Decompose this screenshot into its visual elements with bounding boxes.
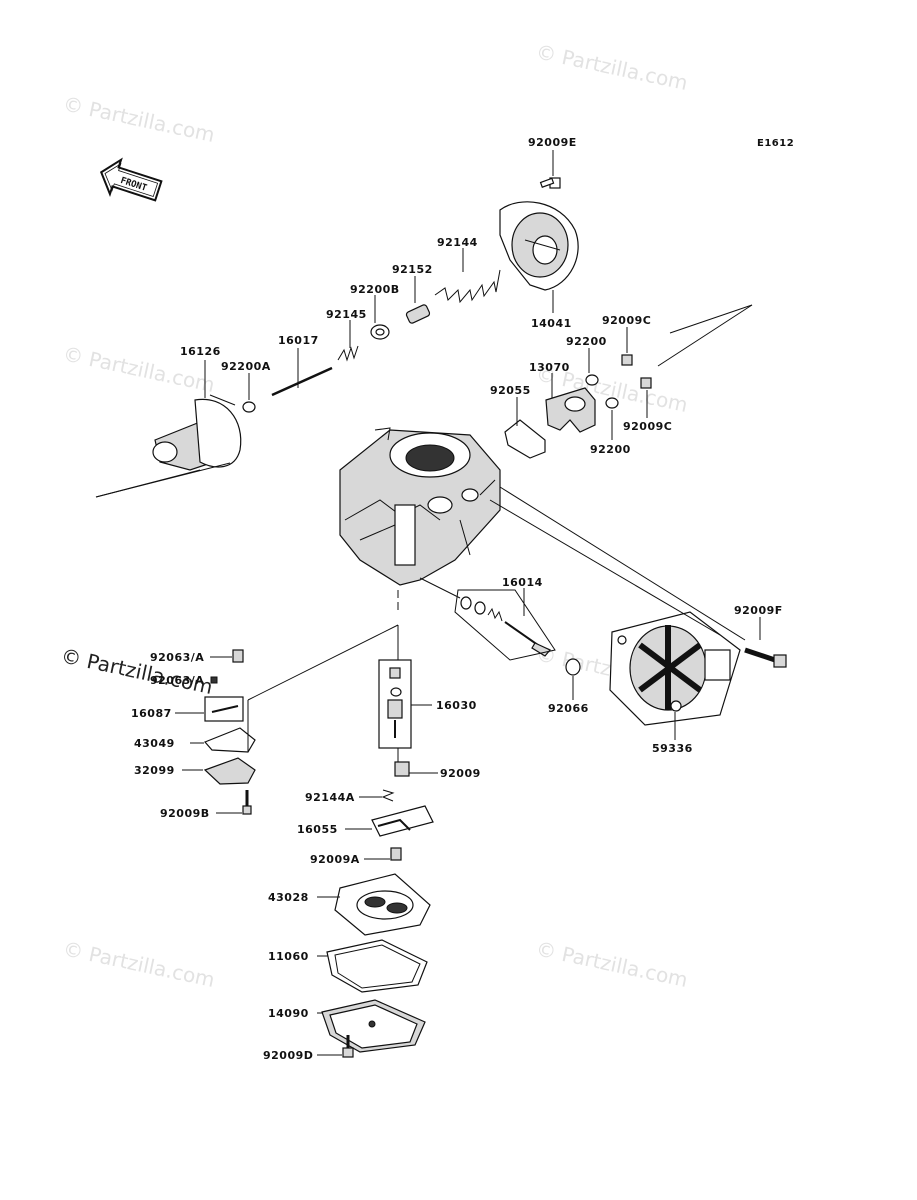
screw-92009A — [390, 847, 402, 861]
label-92009B: 92009B — [160, 807, 210, 820]
spring-92144A — [381, 789, 395, 802]
label-11060: 11060 — [268, 950, 309, 963]
cover-14041 — [499, 201, 579, 291]
label-14041: 14041 — [531, 317, 572, 330]
part-labels: 92009E 92144 92152 92200B 92145 16017 16… — [131, 136, 783, 1062]
screw-set-16014 — [460, 596, 551, 657]
screw-92009C-bot — [640, 377, 652, 389]
pump-59336 — [609, 611, 741, 726]
label-16126: 16126 — [180, 345, 221, 358]
label-92063A: 92063/A — [150, 651, 204, 664]
piston-16126 — [152, 394, 242, 471]
label-92009: 92009 — [440, 767, 481, 780]
label-14090: 14090 — [268, 1007, 309, 1020]
carburetor-body — [339, 427, 501, 586]
label-92200-bot: 92200 — [590, 443, 631, 456]
label-92200-top: 92200 — [566, 335, 607, 348]
front-arrow-icon: FRONT — [99, 157, 163, 202]
gasket-92055 — [504, 419, 546, 459]
label-92009F: 92009F — [734, 604, 783, 617]
screw-92009 — [394, 761, 410, 777]
label-16014: 16014 — [502, 576, 543, 589]
cover-14090 — [321, 999, 426, 1053]
gasket-43049 — [203, 727, 256, 753]
label-43028: 43028 — [268, 891, 309, 904]
needle-16017 — [271, 366, 333, 397]
holder-13070 — [545, 387, 596, 433]
cap-92066 — [565, 658, 581, 676]
label-92145: 92145 — [326, 308, 367, 321]
label-92144A: 92144A — [305, 791, 355, 804]
gasket-11060 — [326, 939, 428, 993]
washer-92200-top — [585, 374, 599, 386]
valve-16087 — [204, 696, 244, 722]
screw-92063A — [232, 649, 244, 663]
label-16017: 16017 — [278, 334, 319, 347]
washer-92200A — [242, 401, 256, 413]
jet-set-16030 — [378, 659, 412, 749]
label-32099: 32099 — [134, 764, 175, 777]
screw-92063A-small — [210, 676, 218, 684]
label-92066: 92066 — [548, 702, 589, 715]
screw-92009B — [242, 790, 252, 815]
watermark: © Partzilla.com — [61, 91, 217, 147]
label-92009E: 92009E — [528, 136, 577, 149]
washer-92200-bot — [605, 397, 619, 409]
label-92152: 92152 — [392, 263, 433, 276]
label-92009C-top: 92009C — [602, 314, 651, 327]
label-92009A: 92009A — [310, 853, 360, 866]
spring-92144 — [434, 269, 501, 304]
label-92055: 92055 — [490, 384, 531, 397]
label-16087: 16087 — [131, 707, 172, 720]
plate-32099 — [203, 757, 256, 785]
label-13070: 13070 — [529, 361, 570, 374]
label-92200B: 92200B — [350, 283, 400, 296]
jet-92152 — [405, 304, 431, 324]
label-16030: 16030 — [436, 699, 477, 712]
watermark: © Partzilla.com — [534, 39, 690, 95]
label-92200A: 92200A — [221, 360, 271, 373]
lever-16055 — [371, 805, 434, 837]
label-43049: 43049 — [134, 737, 175, 750]
label-59336: 59336 — [652, 742, 693, 755]
label-92063A-2: 92063/A — [150, 674, 204, 687]
label-92009C-bot: 92009C — [623, 420, 672, 433]
screw-92009C-top — [621, 354, 633, 366]
bolt-92009E — [539, 177, 561, 189]
screw-92009D — [342, 1035, 354, 1058]
label-92009D: 92009D — [263, 1049, 313, 1062]
leader-lines — [95, 150, 761, 1056]
bolt-92009F — [744, 647, 787, 668]
gasket-43028 — [334, 873, 431, 936]
spring-92145 — [337, 345, 359, 362]
diagram-code: E1612 — [757, 138, 794, 149]
label-92144: 92144 — [437, 236, 478, 249]
watermark: © Partzilla.com — [534, 936, 690, 992]
parts-drawings — [152, 177, 787, 1058]
watermark: © Partzilla.com — [61, 936, 217, 992]
label-16055: 16055 — [297, 823, 338, 836]
